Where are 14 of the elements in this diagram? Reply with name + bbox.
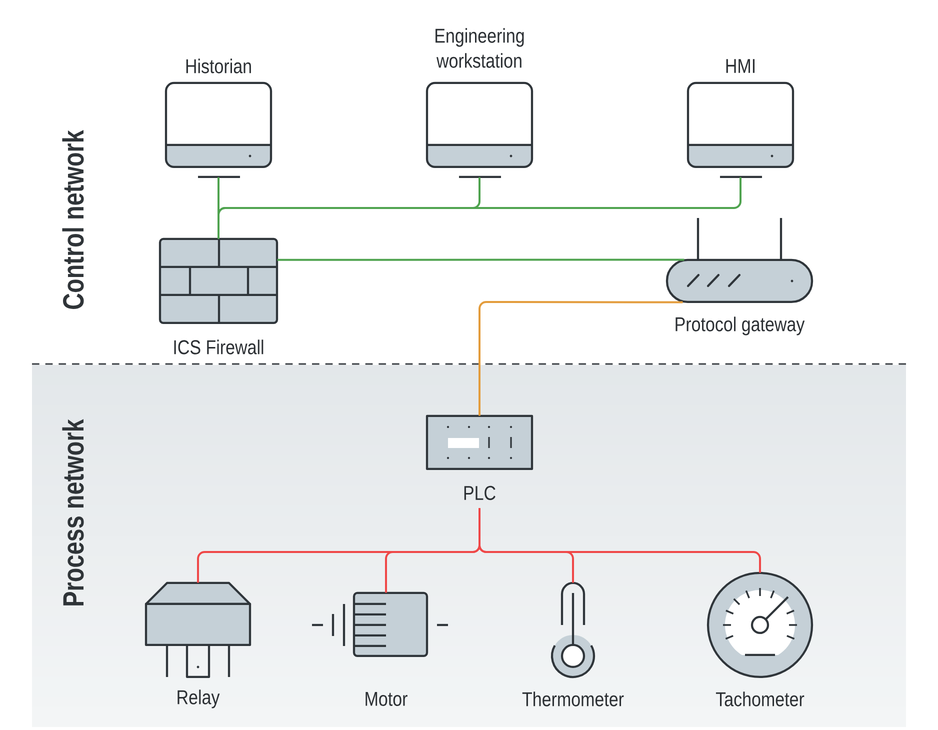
device-label: Motor xyxy=(366,692,408,706)
device-label: Relay xyxy=(178,690,220,708)
connection-line xyxy=(218,177,742,239)
device-label: Thermometer xyxy=(522,692,624,706)
connection-line xyxy=(277,258,684,261)
device-label: Protocol gateway xyxy=(676,316,805,336)
device-label: PLC xyxy=(464,486,496,500)
device-label: Historian xyxy=(186,58,251,74)
device-label: ICS Firewall xyxy=(174,340,264,354)
zone-label: Process network xyxy=(62,419,84,606)
device-label: Engineering workstation xyxy=(436,28,524,68)
device-label: Tachometer xyxy=(716,692,804,706)
device-label: HMI xyxy=(726,59,755,73)
zone-label: Control network xyxy=(62,130,84,309)
